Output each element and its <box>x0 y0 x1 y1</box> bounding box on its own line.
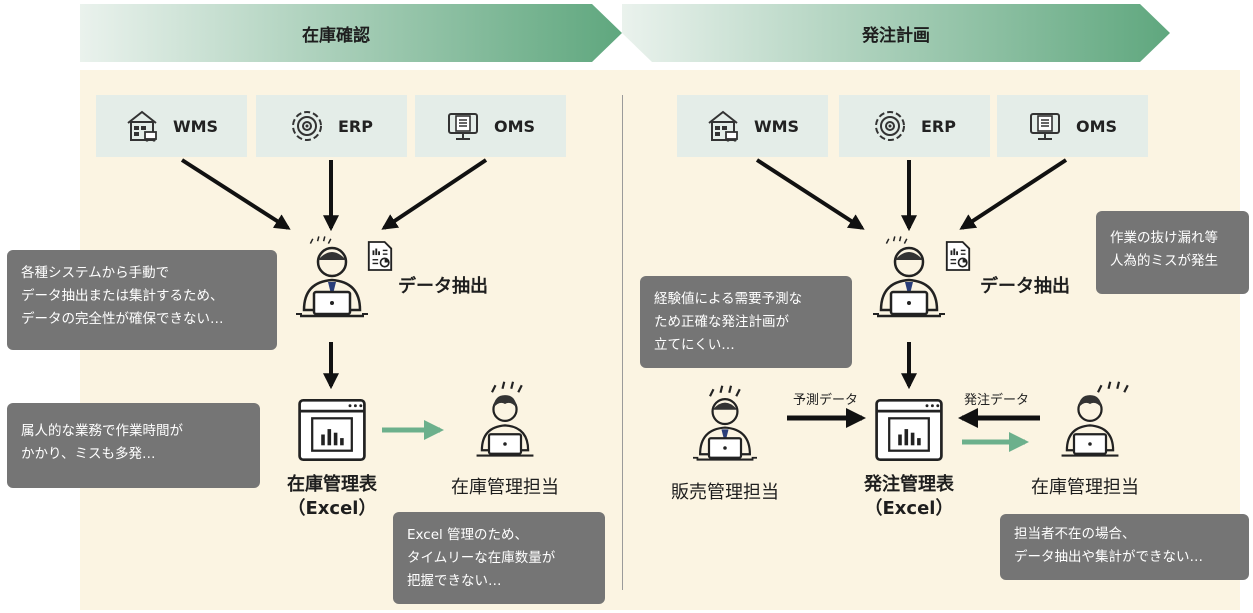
note-excel-management: Excel 管理のため、 タイムリーな在庫数量が 把握できない… <box>393 512 605 604</box>
arrow-wms-to-extract-right <box>755 158 865 230</box>
sheet-title-right: 発注管理表 <box>864 474 954 495</box>
note-line: Excel 管理のため、 <box>407 527 529 543</box>
note-line: タイムリーな在庫数量が <box>407 550 556 566</box>
report-document-icon <box>366 240 394 272</box>
note-line: データ抽出や集計ができない… <box>1014 549 1203 565</box>
note-personal-work: 属人的な業務で作業時間が かかり、ミスも多発… <box>7 403 260 488</box>
note-line: かかり、ミスも多発… <box>21 446 156 462</box>
extract-label-left: データ抽出 <box>398 276 488 297</box>
sheet-sub-right: （Excel） <box>864 498 954 519</box>
spreadsheet-icon <box>873 398 945 462</box>
person-icon <box>869 240 949 330</box>
note-line: ため正確な発注計画が <box>654 314 789 330</box>
note-absence: 担当者不在の場合、 データ抽出や集計ができない… <box>1000 514 1249 580</box>
order-data-label: 発注データ <box>964 393 1030 408</box>
arrow-oms-to-extract-right <box>959 158 1068 230</box>
person-icon <box>685 392 765 472</box>
note-line: 各種システムから手動で <box>21 265 170 281</box>
note-line: データの完全性が確保できない… <box>21 311 224 327</box>
system-erp-right: ERP <box>839 95 990 157</box>
system-label: WMS <box>753 116 800 136</box>
note-line: 把握できない… <box>407 573 502 589</box>
phase-title-inventory: 在庫確認 <box>302 25 370 46</box>
note-demand-forecast: 経験値による需要予測な ため正確な発注計画が 立てにくい… <box>640 276 852 368</box>
spreadsheet-icon <box>296 398 368 462</box>
report-document-icon <box>944 240 972 272</box>
arrow-wms-to-extract-left <box>180 158 291 230</box>
system-label: ERP <box>921 116 956 136</box>
sheet-sub-left: （Excel） <box>287 498 377 519</box>
sheet-title-left: 在庫管理表 <box>287 474 377 495</box>
system-label: ERP <box>338 116 373 136</box>
phase-divider <box>622 95 623 590</box>
system-label: OMS <box>493 116 536 136</box>
system-oms-left: OMS <box>415 95 566 157</box>
system-label: WMS <box>172 116 219 136</box>
note-line: データ抽出または集計するため、 <box>21 288 224 304</box>
worker-icon <box>465 388 545 468</box>
sales-label: 販売管理担当 <box>671 482 779 503</box>
phase-banner-inventory <box>80 4 622 62</box>
note-line: 作業の抜け漏れ等 <box>1110 230 1218 246</box>
system-label: OMS <box>1075 116 1118 136</box>
person-icon <box>292 240 372 330</box>
note-line: 属人的な業務で作業時間が <box>21 423 183 439</box>
person-label-right: 在庫管理担当 <box>1031 477 1139 498</box>
system-erp-left: ERP <box>256 95 407 157</box>
note-line: 人為的ミスが発生 <box>1110 253 1218 269</box>
note-line: 立てにくい… <box>654 337 735 353</box>
person-label-left: 在庫管理担当 <box>451 477 559 498</box>
phase-banner-ordering <box>622 4 1170 62</box>
note-manual-extraction: 各種システムから手動で データ抽出または集計するため、 データの完全性が確保でき… <box>7 250 277 350</box>
phase-banners <box>80 4 1170 62</box>
note-line: 経験値による需要予測な <box>654 291 803 307</box>
note-line: 担当者不在の場合、 <box>1014 526 1136 542</box>
phase-title-ordering: 発注計画 <box>862 25 930 46</box>
system-wms-right: WMS <box>677 95 828 157</box>
worker-icon <box>1050 388 1130 468</box>
system-wms-left: WMS <box>96 95 247 157</box>
extract-label-right: データ抽出 <box>980 276 1070 297</box>
system-oms-right: OMS <box>997 95 1148 157</box>
note-human-error: 作業の抜け漏れ等 人為的ミスが発生 <box>1096 211 1249 294</box>
arrow-oms-to-extract-left <box>381 158 488 230</box>
forecast-data-label: 予測データ <box>793 393 859 408</box>
